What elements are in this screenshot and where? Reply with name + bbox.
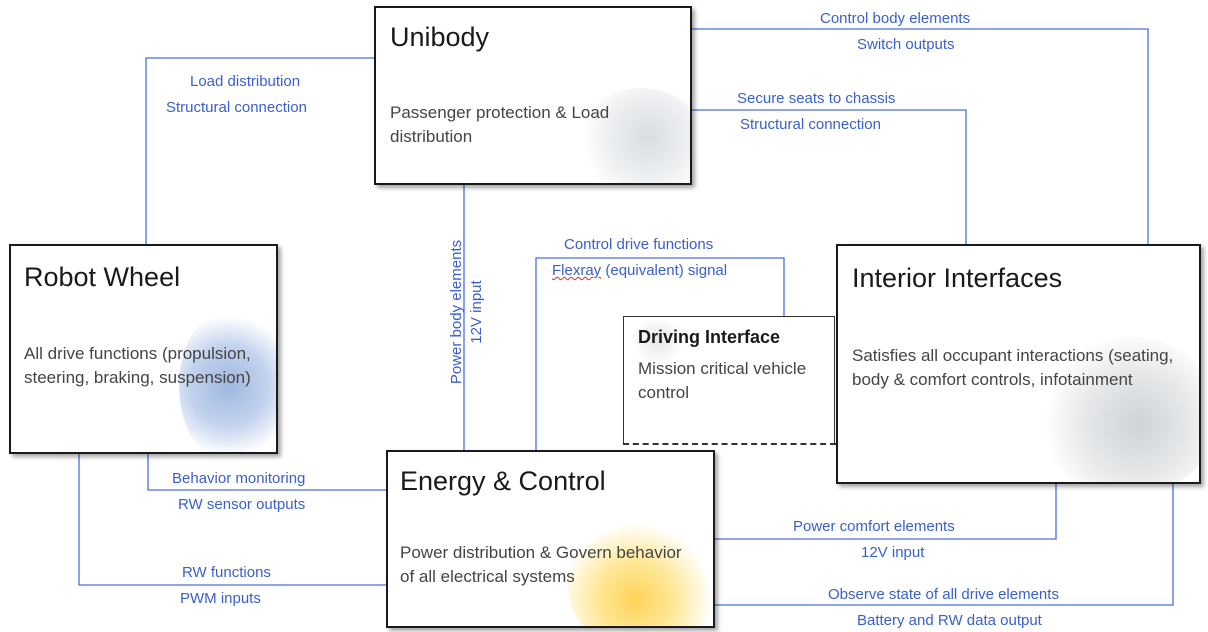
interior-interfaces-description: Satisfies all occupant interactions (sea…: [852, 346, 1174, 389]
label-battery-rw-data: Battery and RW data output: [857, 612, 1042, 629]
interior-interfaces-box: Interior Interfaces Satisfies all occupa…: [836, 244, 1201, 484]
label-power-body-elements: Power body elements 12V input: [442, 216, 492, 408]
label-observe-state: Observe state of all drive elements: [828, 586, 1059, 603]
label-load-distribution: Load distribution: [190, 73, 301, 90]
label-12v-input-body: 12V input: [468, 280, 485, 344]
driving-wheel-image: [628, 321, 688, 361]
energy-control-image: [568, 522, 713, 626]
label-switch-outputs: Switch outputs: [857, 36, 955, 53]
driving-interface-box: Driving Interface Mission critical vehic…: [623, 316, 835, 444]
label-flexray-rest: (equivalent) signal: [601, 262, 728, 279]
robot-wheel-image: [179, 306, 276, 452]
label-rw-functions: RW functions: [182, 564, 271, 581]
unibody-box: Unibody Passenger protection & Load dist…: [374, 6, 692, 185]
line-wheel-unibody: [145, 57, 374, 244]
robot-wheel-title: Robot Wheel: [24, 262, 181, 292]
line-energy-interior-observe: [715, 484, 1174, 606]
label-power-comfort-elements: Power comfort elements: [793, 518, 955, 535]
label-flexray-word: Flexray: [552, 262, 602, 279]
label-structural-connection-right: Structural connection: [740, 116, 881, 133]
line-energy-driving: [535, 257, 785, 450]
label-control-drive-functions: Control drive functions: [564, 236, 714, 253]
interior-interfaces-title: Interior Interfaces: [852, 263, 1063, 293]
unibody-seat-image: [576, 88, 690, 183]
line-unibody-interior-seats: [692, 109, 967, 244]
label-pwm-inputs: PWM inputs: [180, 590, 261, 607]
label-secure-seats: Secure seats to chassis: [737, 90, 896, 107]
driving-interface-dashed-edge: [623, 443, 836, 445]
driving-interface-description: Mission critical vehicle control: [638, 359, 807, 402]
unibody-description: Passenger protection & Load distribution: [390, 103, 610, 146]
robot-wheel-box: Robot Wheel All drive functions (propuls…: [9, 244, 278, 454]
line-unibody-interior-top: [692, 28, 1149, 244]
line-energy-interior-power: [715, 484, 1057, 540]
energy-control-description: Power distribution & Govern behavior of …: [400, 543, 682, 586]
driving-interface-title: Driving Interface: [638, 327, 781, 347]
unibody-title: Unibody: [390, 22, 490, 52]
label-rw-sensor-outputs: RW sensor outputs: [178, 496, 306, 513]
interior-seats-image: [1038, 336, 1199, 482]
energy-control-box: Energy & Control Power distribution & Go…: [386, 450, 715, 628]
energy-control-title: Energy & Control: [400, 466, 606, 496]
label-flexray-signal: Flexray (equivalent) signal: [552, 262, 727, 280]
label-power-body-elements-line1: Power body elements: [448, 239, 465, 385]
label-control-body-elements: Control body elements: [820, 10, 971, 27]
label-12v-input-comfort: 12V input: [861, 544, 925, 561]
line-wheel-energy-functions: [78, 454, 386, 586]
label-structural-connection-left: Structural connection: [166, 99, 307, 116]
line-wheel-energy-monitor: [147, 454, 386, 491]
robot-wheel-description: All drive functions (propulsion, steerin…: [24, 344, 251, 387]
label-behavior-monitoring: Behavior monitoring: [172, 470, 306, 487]
